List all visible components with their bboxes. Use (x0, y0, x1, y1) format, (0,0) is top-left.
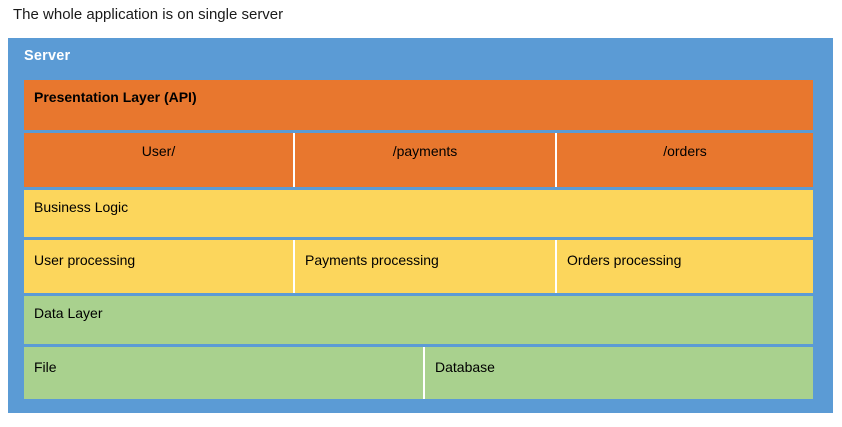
endpoint-cell-orders[interactable]: /orders (555, 133, 813, 187)
data-layer-row: File Database (24, 347, 813, 399)
layer-stack: Presentation Layer (API) User/ /payments… (24, 80, 813, 400)
diagram-caption: The whole application is on single serve… (13, 6, 284, 23)
business-logic-title: Business Logic (24, 190, 813, 237)
presentation-layer-band: Presentation Layer (API) User/ /payments… (24, 80, 813, 187)
data-layer-band: Data Layer File Database (24, 296, 813, 399)
business-cell-payments-processing[interactable]: Payments processing (293, 240, 555, 293)
data-cell-file[interactable]: File (24, 347, 423, 399)
server-label: Server (24, 48, 71, 64)
presentation-endpoint-row: User/ /payments /orders (24, 133, 813, 187)
business-logic-row: User processing Payments processing Orde… (24, 240, 813, 293)
business-cell-orders-processing[interactable]: Orders processing (555, 240, 813, 293)
data-cell-database[interactable]: Database (423, 347, 813, 399)
endpoint-cell-user[interactable]: User/ (24, 133, 293, 187)
data-layer-title: Data Layer (24, 296, 813, 344)
endpoint-cell-payments[interactable]: /payments (293, 133, 555, 187)
business-logic-band: Business Logic User processing Payments … (24, 190, 813, 293)
business-cell-user-processing[interactable]: User processing (24, 240, 293, 293)
presentation-layer-title: Presentation Layer (API) (24, 80, 813, 130)
server-container: Server Presentation Layer (API) User/ /p… (8, 38, 833, 413)
